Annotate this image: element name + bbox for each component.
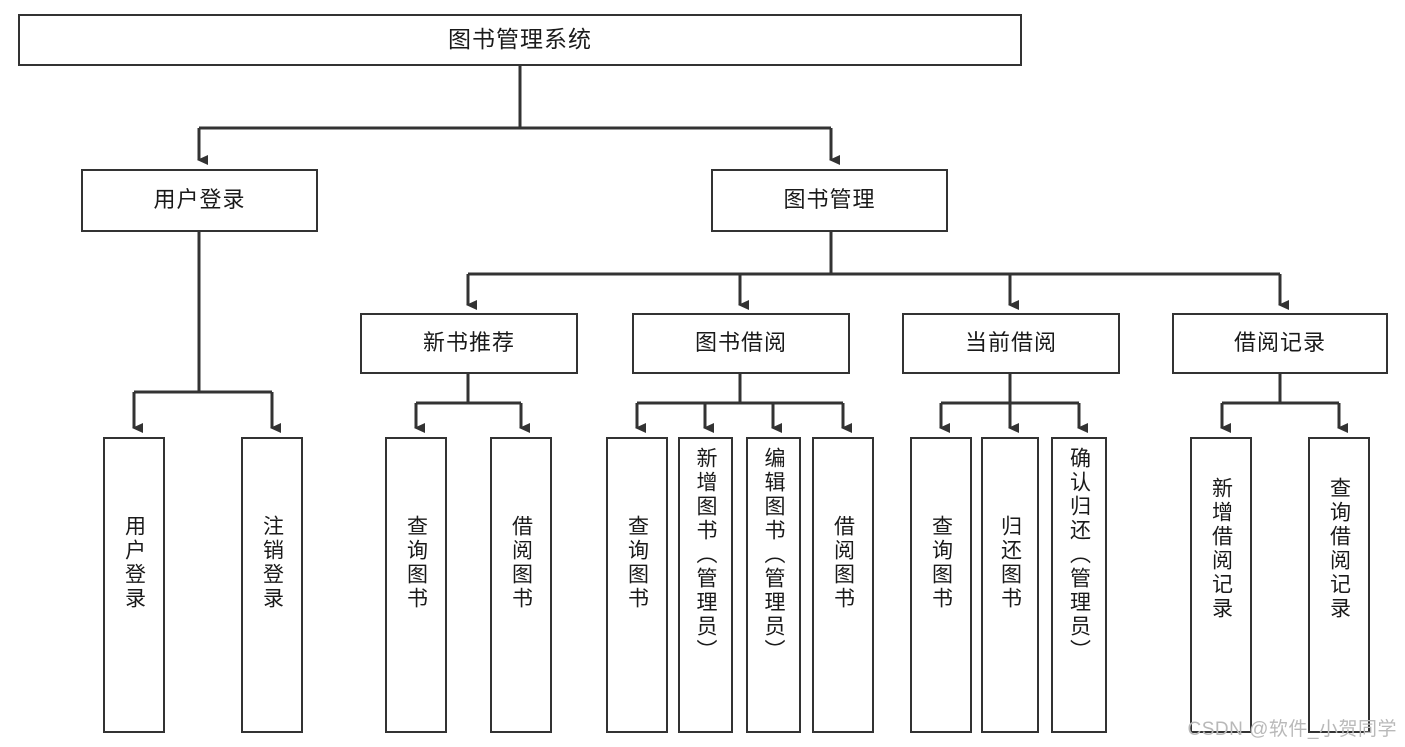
leaf-query-borrow-record-label: 查询借阅记录	[1327, 477, 1351, 621]
leaf-borrow-books[interactable]: 借阅图书	[812, 437, 874, 733]
node-user-login-label: 用户登录	[153, 187, 246, 213]
node-book-borrow-label: 图书借阅	[694, 330, 787, 356]
leaf-edit-book-admin-label: 编辑图书（管理员）	[762, 447, 785, 663]
node-current-borrow[interactable]: 当前借阅	[902, 313, 1120, 374]
leaf-user-login-label: 用户登录	[122, 515, 146, 611]
leaf-query-books-recommend[interactable]: 查询图书	[385, 437, 447, 733]
leaf-borrow-books-recommend[interactable]: 借阅图书	[490, 437, 552, 733]
leaf-borrow-books-recommend-label: 借阅图书	[509, 515, 533, 611]
leaf-borrow-books-label: 借阅图书	[831, 515, 855, 611]
node-user-login[interactable]: 用户登录	[81, 169, 318, 232]
node-borrow-records[interactable]: 借阅记录	[1172, 313, 1388, 374]
leaf-add-book-admin-label: 新增图书（管理员）	[694, 447, 717, 663]
leaf-logout-label: 注销登录	[260, 515, 284, 611]
node-borrow-records-label: 借阅记录	[1233, 330, 1326, 356]
leaf-add-borrow-record-label: 新增借阅记录	[1209, 477, 1233, 621]
leaf-edit-book-admin[interactable]: 编辑图书（管理员）	[746, 437, 801, 733]
leaf-query-books-borrow-label: 查询图书	[625, 515, 649, 611]
node-root-label: 图书管理系统	[448, 26, 592, 53]
leaf-query-borrow-record[interactable]: 查询借阅记录	[1308, 437, 1370, 733]
leaf-query-books-current-label: 查询图书	[929, 515, 953, 611]
leaf-return-books-label: 归还图书	[998, 515, 1022, 611]
leaf-query-books-borrow[interactable]: 查询图书	[606, 437, 668, 733]
node-book-borrow[interactable]: 图书借阅	[632, 313, 850, 374]
node-current-borrow-label: 当前借阅	[964, 330, 1057, 356]
node-book-management[interactable]: 图书管理	[711, 169, 948, 232]
leaf-query-books-recommend-label: 查询图书	[404, 515, 428, 611]
leaf-confirm-return-admin-label: 确认归还（管理员）	[1067, 447, 1091, 663]
leaf-query-books-current[interactable]: 查询图书	[910, 437, 972, 733]
node-book-management-label: 图书管理	[783, 187, 876, 213]
leaf-user-login[interactable]: 用户登录	[103, 437, 165, 733]
leaf-confirm-return-admin[interactable]: 确认归还（管理员）	[1051, 437, 1107, 733]
node-new-book-recommend-label: 新书推荐	[422, 330, 515, 356]
node-root[interactable]: 图书管理系统	[18, 14, 1022, 66]
node-new-book-recommend[interactable]: 新书推荐	[360, 313, 578, 374]
leaf-logout[interactable]: 注销登录	[241, 437, 303, 733]
leaf-add-book-admin[interactable]: 新增图书（管理员）	[678, 437, 733, 733]
leaf-add-borrow-record[interactable]: 新增借阅记录	[1190, 437, 1252, 733]
watermark: CSDN @软件_小贺同学	[1187, 719, 1397, 740]
leaf-return-books[interactable]: 归还图书	[981, 437, 1039, 733]
